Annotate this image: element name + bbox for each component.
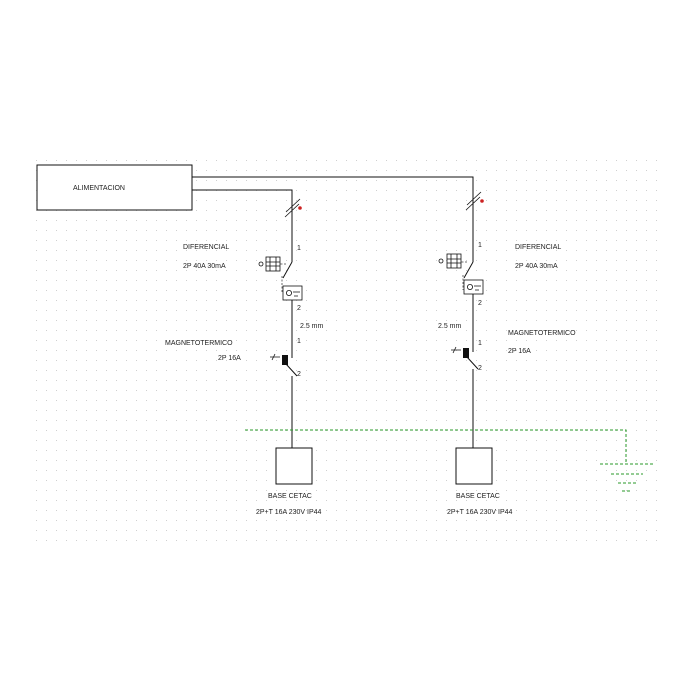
mcb-rating: 2P 16A (508, 348, 531, 355)
supply-label: ALIMENTACION (73, 185, 125, 192)
socket-spec: 2P+T 16A 230V IP44 (256, 509, 322, 516)
rcd-rating: 2P 40A 30mA (183, 263, 226, 270)
rcd-device[interactable]: 1 2 (438, 242, 484, 346)
socket-spec: 2P+T 16A 230V IP44 (447, 509, 513, 516)
test-button-icon (258, 256, 281, 272)
pole-marker-icon (465, 191, 484, 211)
feed-wire-right (192, 176, 474, 198)
switch-contact (285, 363, 298, 377)
wire-section-label: 2.5 mm (438, 323, 462, 330)
switch-contact (463, 261, 474, 279)
mcb-rating: 2P 16A (218, 355, 241, 362)
socket-title: BASE CETAC (456, 493, 500, 500)
trip-coil-icon (282, 285, 303, 301)
terminal-number: 2 (297, 371, 301, 378)
rcd-title: DIFERENCIAL (515, 244, 561, 251)
rcd-rating: 2P 40A 30mA (515, 263, 558, 270)
terminal-number: 1 (478, 242, 482, 249)
supply-block[interactable]: ALIMENTACION (36, 164, 193, 211)
thermal-trip-icon (451, 346, 461, 354)
terminal-number: 1 (478, 340, 482, 347)
socket-box[interactable] (455, 447, 493, 485)
socket-title: BASE CETAC (268, 493, 312, 500)
ground-bus (245, 429, 654, 492)
mcb-title: MAGNETOTERMICO (508, 330, 576, 337)
rcd-title: DIFERENCIAL (183, 244, 229, 251)
magnetic-trip-icon (463, 348, 469, 358)
terminal-number: 2 (478, 300, 482, 307)
switch-contact (466, 356, 479, 370)
ground-wire (245, 429, 627, 462)
terminal-number: 2 (297, 305, 301, 312)
magnetic-trip-icon (282, 355, 288, 365)
socket-box[interactable] (275, 447, 313, 485)
switch-contact (282, 261, 293, 279)
test-button-icon (438, 253, 462, 269)
thermal-trip-icon (270, 353, 280, 361)
pole-marker-icon (284, 198, 302, 218)
circuit-1: 1 2 DIFERENCIAL 2P 40A 30mA 2.5 mm 1 2 M… (165, 198, 324, 516)
rcd-device[interactable]: 1 2 (258, 245, 303, 346)
trip-coil-icon (463, 279, 484, 295)
terminal-number: 1 (297, 338, 301, 345)
mcb-device[interactable]: 1 2 (270, 338, 301, 448)
terminal-number: 1 (297, 245, 301, 252)
grid-dots (36, 160, 657, 541)
mcb-device[interactable]: 1 2 (451, 340, 482, 448)
feed-wire-left (192, 189, 293, 198)
mcb-title: MAGNETOTERMICO (165, 340, 233, 347)
earth-ground-icon (600, 463, 654, 492)
terminal-number: 2 (478, 365, 482, 372)
wire-section-label: 2.5 mm (300, 323, 324, 330)
circuit-2: 1 2 DIFERENCIAL 2P 40A 30mA 2.5 mm 1 2 M… (438, 191, 576, 516)
